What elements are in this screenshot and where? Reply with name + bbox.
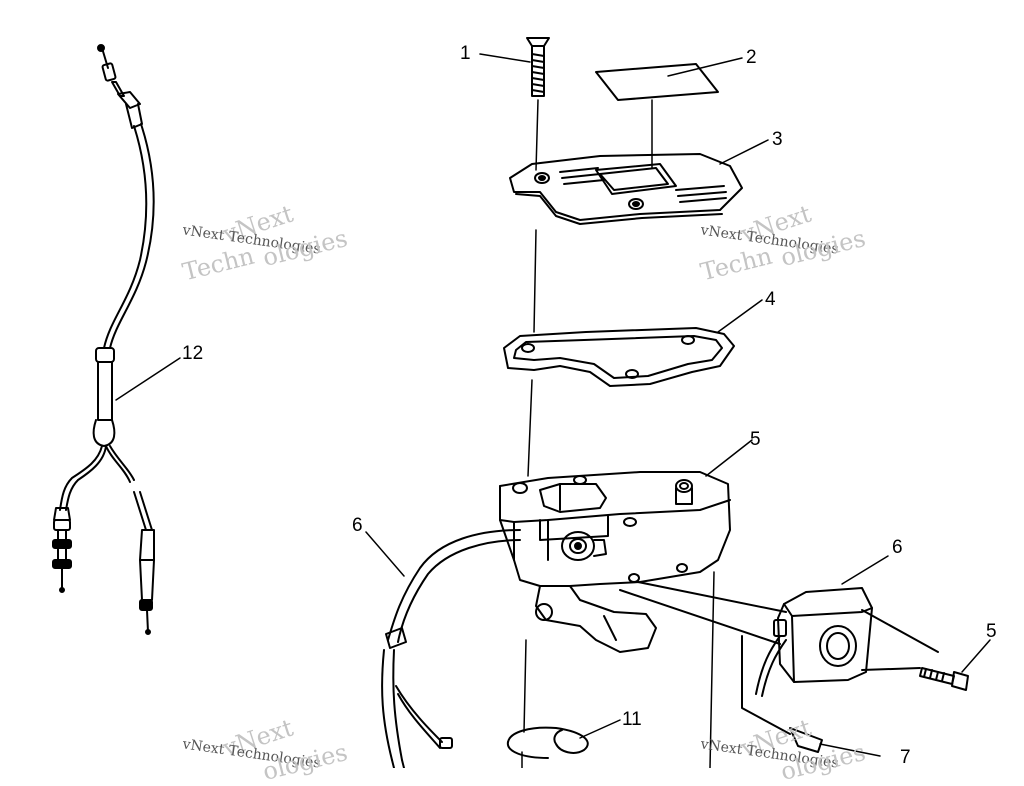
exploded-parts-diagram — [52, 37, 991, 768]
callout-5-screw: 5 — [986, 621, 997, 642]
throttle-cable — [52, 44, 155, 635]
wire-harness-part-6 — [381, 529, 521, 768]
throttle-housing-part-5 — [499, 229, 731, 768]
screw-part-5 — [919, 667, 969, 691]
callout-5-housing: 5 — [750, 429, 761, 450]
callout-6-harness: 6 — [352, 515, 363, 536]
callout-12: 12 — [182, 343, 204, 364]
switch-housing-part-6 — [619, 581, 939, 753]
callout-1: 1 — [460, 43, 471, 64]
screw-part-1 — [526, 37, 550, 171]
gasket-part-4 — [503, 327, 735, 387]
callout-2: 2 — [746, 47, 757, 68]
callout-3: 3 — [772, 129, 783, 150]
leader-lines — [115, 53, 991, 757]
callout-7: 7 — [900, 747, 911, 768]
callout-6-switch: 6 — [892, 537, 903, 558]
cover-plate-part-3 — [509, 153, 743, 225]
decal-part-2 — [595, 63, 719, 169]
spring-clip-part-11 — [506, 726, 589, 759]
callout-11: 11 — [622, 709, 642, 730]
callout-4: 4 — [765, 289, 776, 310]
